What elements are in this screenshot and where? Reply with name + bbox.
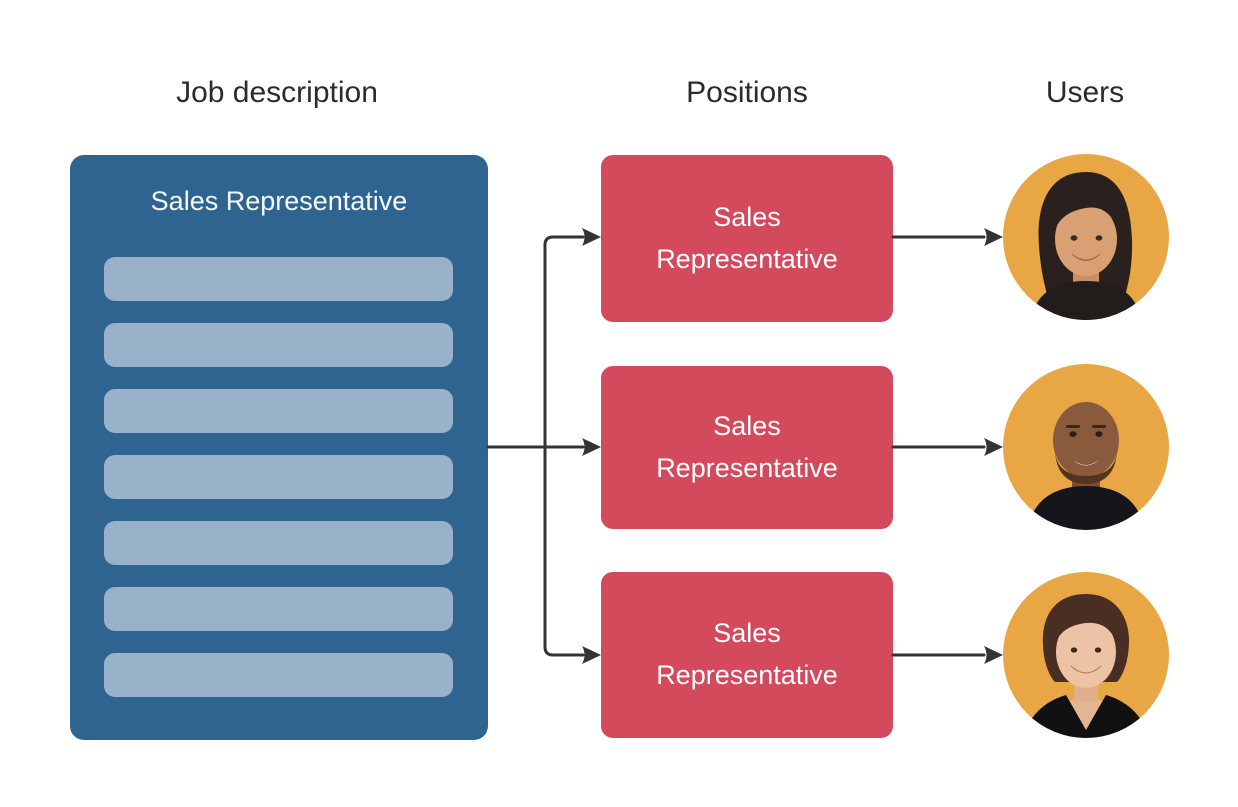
placeholder-text-line [104,653,453,697]
position-node-2: Sales Representative [601,366,893,529]
smiling-bald-man-with-beard-photo [1003,364,1169,530]
user-avatar-3 [1003,572,1169,738]
connector-job-to-position-3 [543,445,585,657]
positions-column-heading: Positions [686,76,808,109]
users-column-heading: Users [1045,76,1125,109]
job-card-placeholder-lines [104,257,453,697]
connector-job-to-position-1 [543,235,585,449]
user-avatar-1 [1003,154,1169,320]
arrowhead-position-1 [582,228,601,246]
position-node-3: Sales Representative [601,572,893,738]
placeholder-text-line [104,521,453,565]
arrowhead-user-2 [984,438,1003,456]
placeholder-text-line [104,587,453,631]
placeholder-text-line [104,455,453,499]
arrowhead-user-3 [984,646,1003,664]
smiling-woman-long-dark-hair-photo [1003,154,1169,320]
placeholder-text-line [104,323,453,367]
placeholder-text-line [104,389,453,433]
placeholder-text-line [104,257,453,301]
position-node-label: Sales Representative [656,410,838,483]
user-avatar-2 [1003,364,1169,530]
arrowhead-position-2 [582,438,601,456]
position-node-label: Sales Representative [656,618,838,690]
position-node-1: Sales Representative [601,155,893,322]
arrowhead-position-3 [582,646,601,664]
job-description-card: Sales Representative [70,155,488,740]
job-description-column-heading: Job description [176,76,378,109]
arrowhead-user-1 [984,228,1003,246]
smiling-woman-short-auburn-hair-photo [1003,572,1169,738]
position-node-label: Sales Representative [656,201,838,274]
job-card-title: Sales Representative [150,186,408,216]
